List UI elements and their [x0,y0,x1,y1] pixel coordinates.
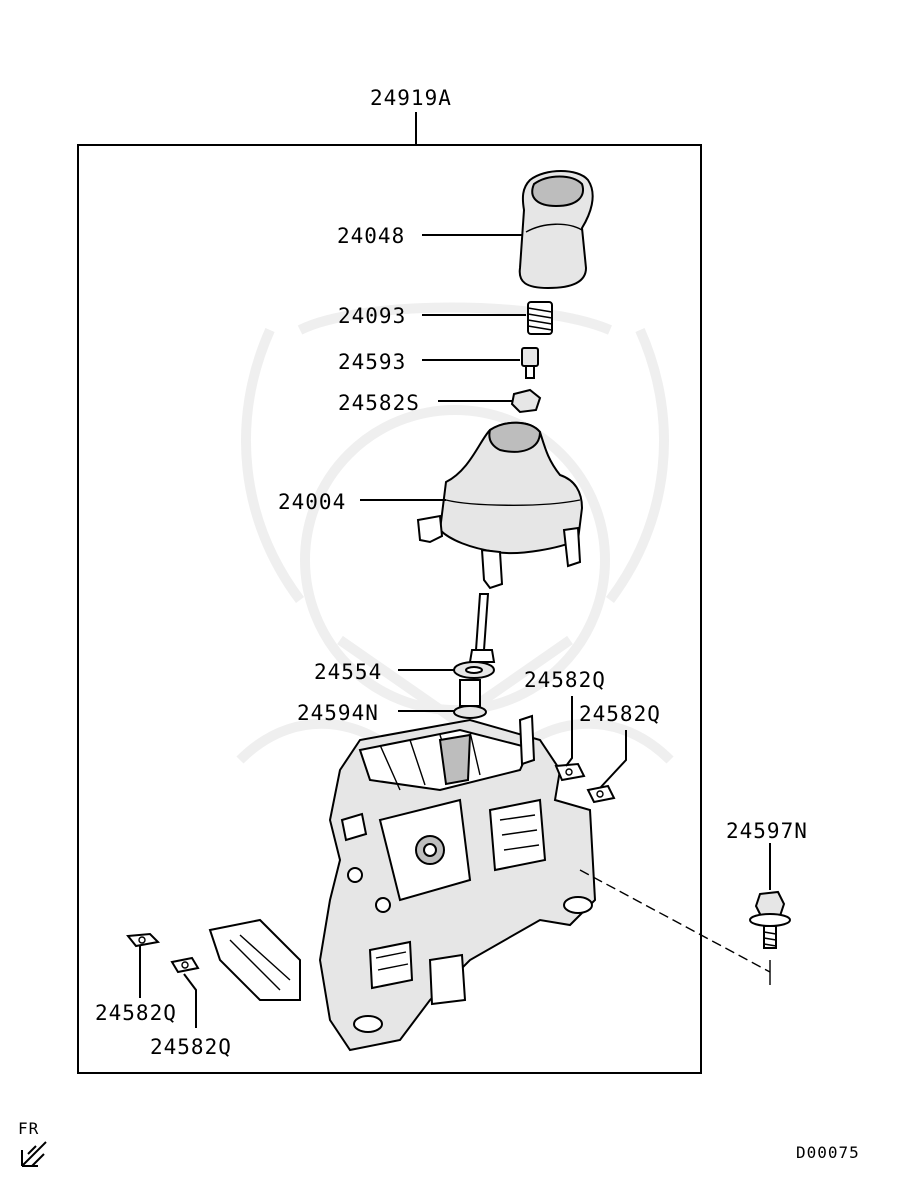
label-24554[interactable]: 24554 [314,660,382,684]
label-24594N[interactable]: 24594N [297,701,379,725]
label-24582Q-lower-left[interactable]: 24582Q [95,1001,177,1025]
shifter-base-assembly[interactable] [208,714,597,1052]
diagram-code: D00075 [796,1143,860,1162]
nut[interactable] [510,388,542,414]
clip-nut-right-1[interactable] [554,762,586,782]
assembly-frame [77,144,702,1074]
shift-knob[interactable] [518,170,594,290]
label-24004[interactable]: 24004 [278,490,346,514]
label-24582Q-lower[interactable]: 24582Q [150,1035,232,1059]
clip-left-2[interactable] [170,956,200,974]
release-pin[interactable] [521,347,539,379]
spring[interactable] [527,301,553,335]
front-label: FR [18,1119,39,1138]
bolt-24597N[interactable] [749,890,791,949]
label-24582Q-upper[interactable]: 24582Q [524,668,606,692]
label-24048[interactable]: 24048 [337,224,405,248]
front-direction-arrow-icon [21,1141,47,1167]
washer-24554[interactable] [453,661,495,679]
shift-lever-shaft[interactable] [468,593,496,663]
clip-left-1[interactable] [126,932,161,948]
label-24582Q-right[interactable]: 24582Q [579,702,661,726]
label-24597N[interactable]: 24597N [726,819,808,843]
label-24919A[interactable]: 24919A [370,86,452,110]
shift-cover[interactable] [416,421,584,590]
clip-nut-right-2[interactable] [586,784,616,804]
label-24582S[interactable]: 24582S [338,391,420,415]
label-24093[interactable]: 24093 [338,304,406,328]
label-24593[interactable]: 24593 [338,350,406,374]
